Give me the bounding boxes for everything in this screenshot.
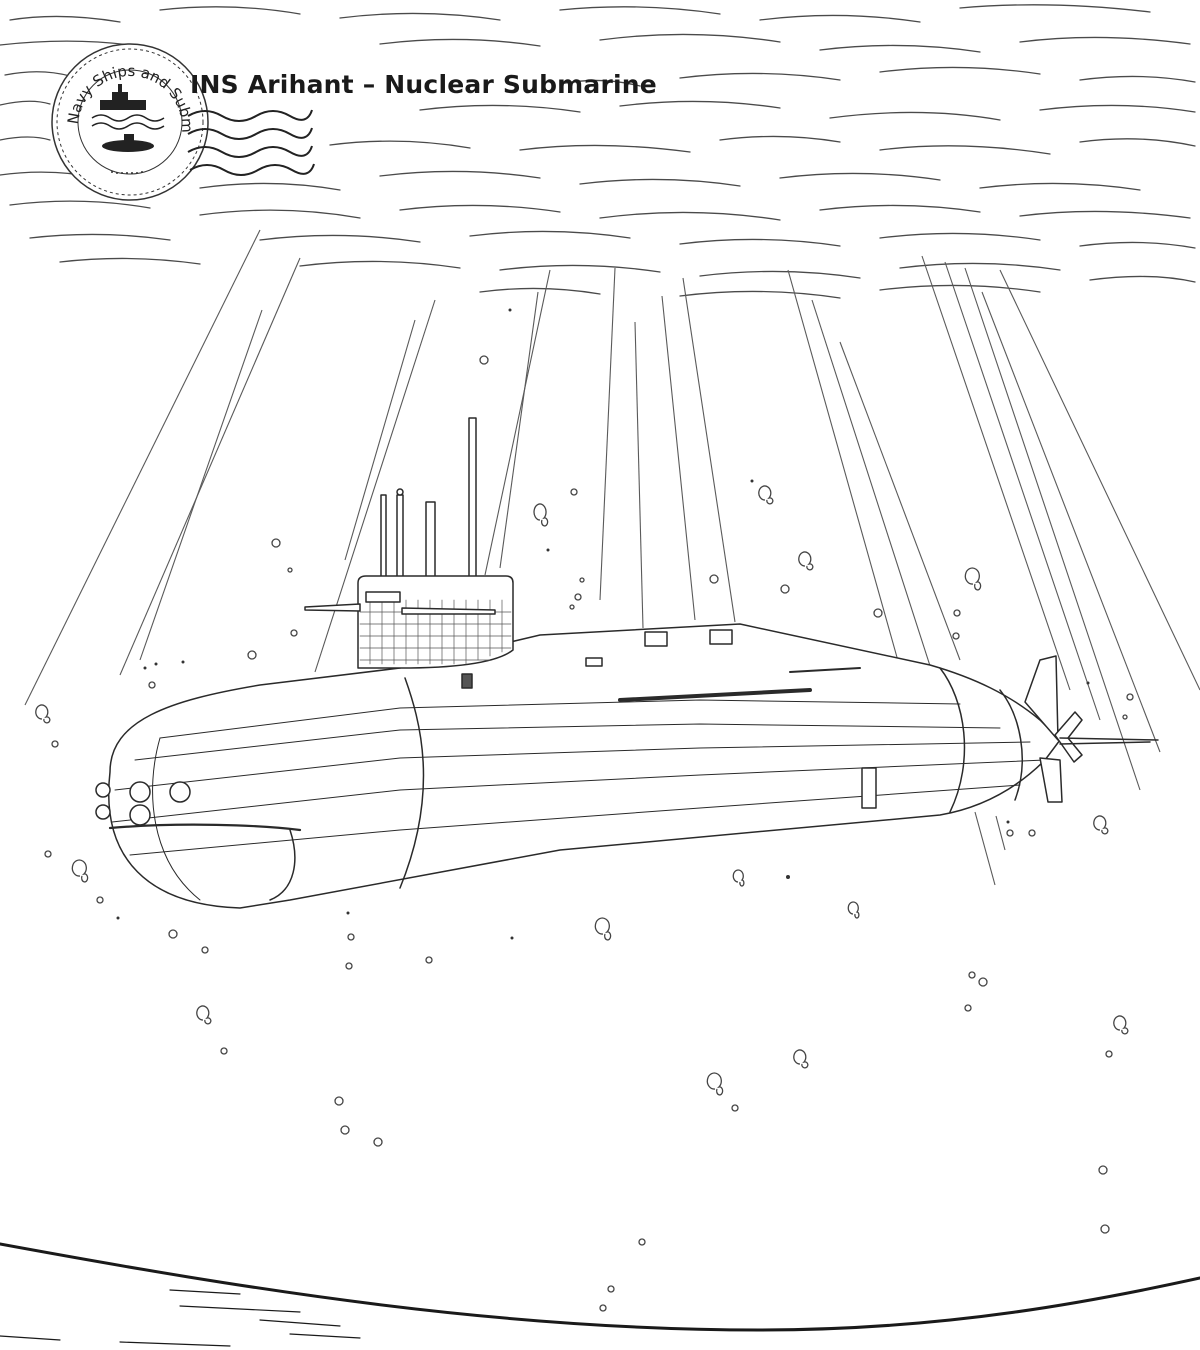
light-rays — [24, 229, 1200, 886]
stamp-dots — [111, 171, 143, 174]
page-title: INS Arihant – Nuclear Submarine — [190, 70, 657, 99]
submarine — [95, 417, 1159, 909]
wave-lines-icon — [91, 114, 165, 130]
sail-plane — [304, 603, 361, 612]
propeller — [1054, 711, 1083, 763]
tail-fin-upper — [1024, 655, 1059, 741]
tail-fin-lower — [1039, 757, 1063, 803]
navy-stamp-logo: Navy Ships and Submarines — [0, 0, 315, 201]
submarine-icon — [102, 134, 154, 152]
ship-icon — [100, 84, 146, 110]
seafloor — [0, 1242, 1200, 1347]
swirl-bubbles — [35, 485, 1129, 1096]
specks — [116, 308, 1090, 940]
torpedo-tubes — [95, 781, 191, 826]
periscope-masts — [380, 417, 477, 578]
bubbles — [44, 355, 1134, 1312]
stamp-cancel-lines — [187, 109, 315, 176]
sail-plane — [401, 607, 496, 615]
water-surface — [0, 4, 1196, 299]
